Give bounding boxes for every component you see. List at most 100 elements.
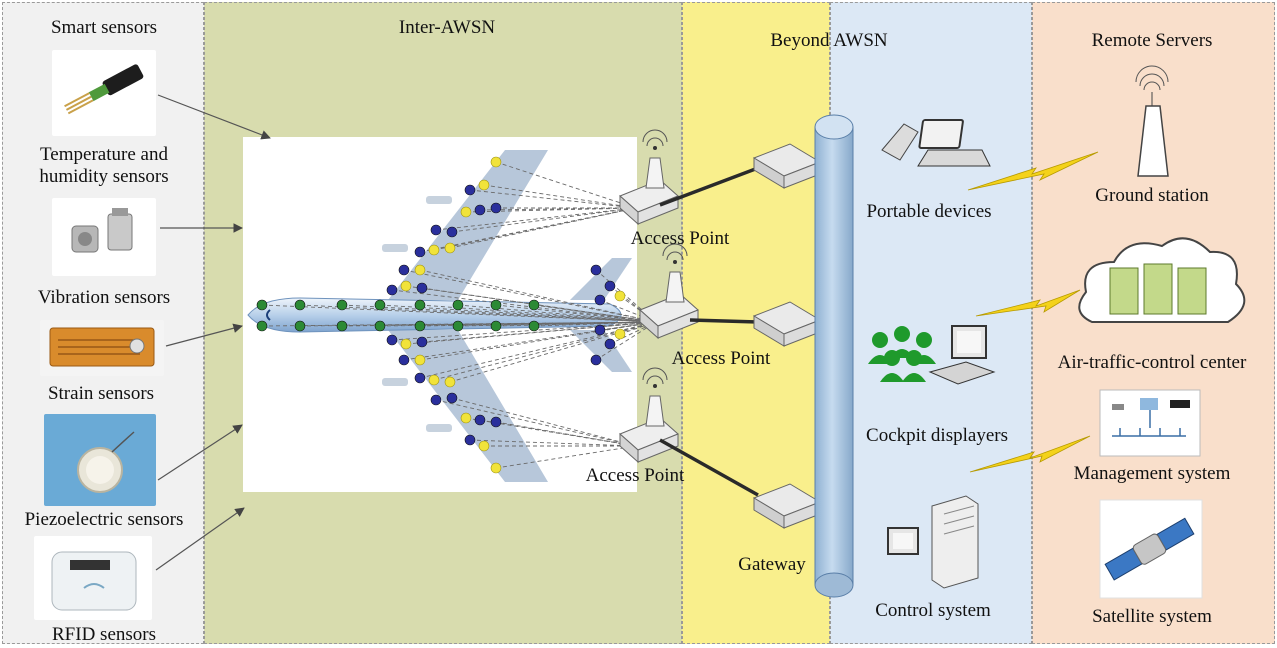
radio-link (391, 321, 657, 341)
access-point-3-icon (619, 367, 679, 464)
sensor-node (428, 244, 440, 256)
smart-sensors-title: Smart sensors (50, 17, 158, 38)
radio-link (449, 207, 637, 249)
radio-link (451, 397, 637, 447)
sensor-node (336, 320, 348, 332)
sensor-node (490, 416, 502, 428)
temperature-sensor-icon (64, 64, 144, 115)
radio-link (495, 321, 657, 327)
backbone-bus (814, 114, 854, 598)
gateway-label: Gateway (738, 554, 806, 575)
satellite-system-label: Satellite system (1092, 606, 1212, 627)
sensor-node (478, 179, 490, 191)
radio-link (403, 269, 657, 323)
radio-link (479, 207, 637, 211)
sensor-node (594, 294, 606, 306)
sensor-node (386, 334, 398, 346)
radio-link (435, 399, 637, 447)
portable-devices-icon (881, 119, 991, 167)
sensor-node (414, 264, 426, 276)
radio-link (419, 269, 657, 323)
air-traffic-control-icon (1078, 237, 1246, 323)
radio-link (451, 207, 637, 233)
inter-awsn-title: Inter-AWSN (398, 17, 496, 38)
management-system-label: Management system (1073, 463, 1231, 484)
temperature-sensor-label: Temperature and humidity sensors (39, 144, 169, 187)
remote-servers-title: Remote Servers (1091, 30, 1213, 51)
access-point-1-label: Access Point (630, 228, 730, 249)
access-point-2-icon (639, 243, 699, 340)
piezoelectric-sensor-icon (77, 431, 135, 493)
vibration-sensor-image (52, 198, 156, 276)
switch-1-icon (752, 143, 822, 189)
sensor-node (528, 320, 540, 332)
atc-center-label: Air-traffic-control center (1057, 352, 1247, 373)
sensor-node (478, 440, 490, 452)
radio-link (435, 207, 637, 231)
sensor-node (604, 338, 616, 350)
radio-link (419, 304, 657, 323)
sensor-node (528, 299, 540, 311)
sensor-node (452, 299, 464, 311)
radio-link (495, 304, 657, 323)
radio-link (599, 321, 657, 331)
portable-devices-label: Portable devices (866, 201, 992, 222)
wireless-link-bolts (967, 151, 1099, 473)
wired-links (659, 166, 759, 497)
sensor-node (386, 284, 398, 296)
sensor-node (490, 202, 502, 214)
radio-link (421, 287, 657, 323)
sensor-arrows (155, 94, 271, 571)
vibration-sensor-icon (71, 208, 133, 253)
radio-link (261, 304, 657, 323)
sensor-node (414, 372, 426, 384)
management-system-icon (1099, 389, 1201, 457)
radio-link (495, 161, 637, 209)
sensor-node (460, 412, 472, 424)
radio-link (595, 321, 657, 361)
sensor-node (490, 462, 502, 474)
sensor-node (490, 320, 502, 332)
piezoelectric-sensor-label: Piezoelectric sensors (24, 509, 184, 530)
sensor-node (452, 320, 464, 332)
sensor-node (430, 224, 442, 236)
control-system-icon (887, 495, 979, 589)
radio-link (495, 445, 637, 469)
sensor-node (414, 246, 426, 258)
ground-station-icon (1135, 65, 1169, 177)
sensor-node (400, 280, 412, 292)
sensor-node (374, 320, 386, 332)
sensor-node (294, 299, 306, 311)
gateway-icon (752, 483, 822, 529)
sensor-node (416, 282, 428, 294)
sensor-node (416, 336, 428, 348)
sensor-node (430, 394, 442, 406)
sensor-node (464, 184, 476, 196)
sensor-node (294, 320, 306, 332)
sensor-node (464, 434, 476, 446)
sensor-node (414, 354, 426, 366)
radio-link (419, 207, 637, 253)
radio-link (457, 321, 657, 327)
radio-link (419, 321, 657, 361)
radio-link (533, 321, 657, 327)
sensor-node (614, 290, 626, 302)
rfid-sensor-label: RFID sensors (52, 624, 156, 645)
radio-link (419, 321, 657, 379)
sensor-node (590, 264, 602, 276)
sensor-node (374, 299, 386, 311)
sensor-node (428, 374, 440, 386)
beyond-awsn-zone-blue (830, 2, 1032, 644)
sensor-node (414, 320, 426, 332)
cockpit-displayers-icon (868, 325, 996, 385)
sensor-node (490, 299, 502, 311)
sensor-node (444, 376, 456, 388)
sensor-node (336, 299, 348, 311)
ground-station-label: Ground station (1095, 185, 1209, 206)
sensor-node (614, 328, 626, 340)
control-system-label: Control system (875, 600, 991, 621)
strain-sensor-icon (49, 327, 155, 367)
sensor-node (594, 324, 606, 336)
